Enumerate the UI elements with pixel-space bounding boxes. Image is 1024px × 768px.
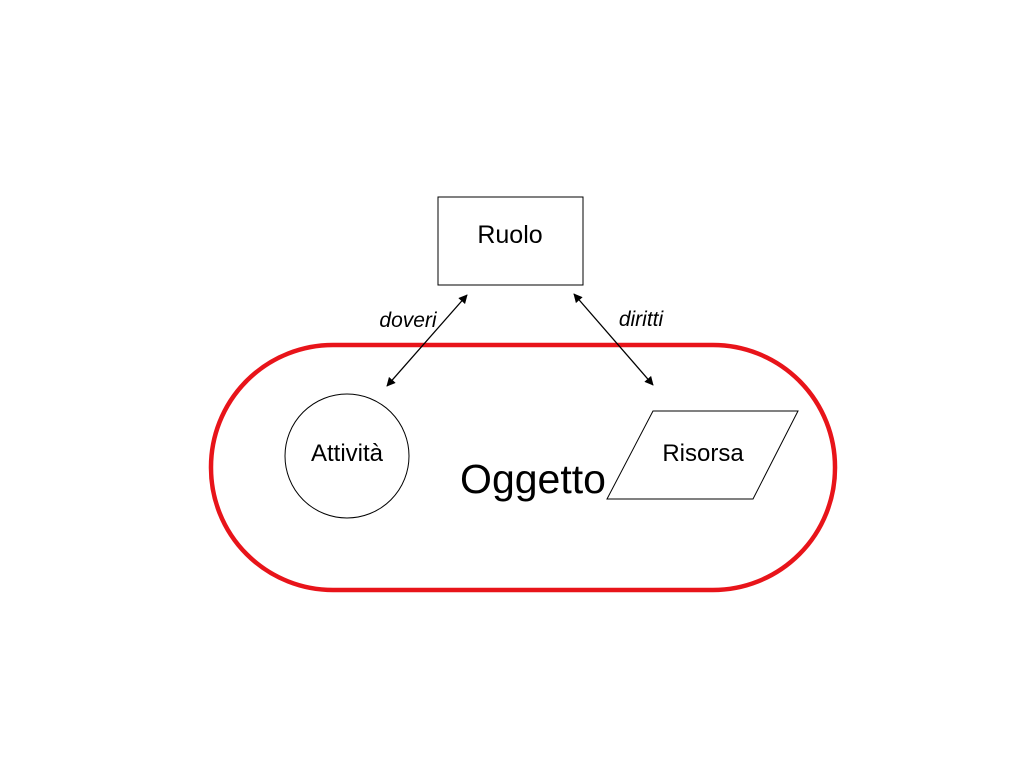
oggetto-container: [208, 342, 838, 593]
ruolo-label: Ruolo: [477, 221, 542, 249]
oggetto-label: Oggetto: [460, 456, 606, 502]
doveri-label: doveri: [379, 309, 438, 332]
diritti-arrow: [573, 293, 654, 386]
doveri-arrow: [386, 294, 468, 387]
attivita-circle: [284, 393, 410, 519]
risorsa-parallelogram: [606, 410, 799, 500]
diritti-label: diritti: [619, 308, 665, 331]
attivita-label: Attività: [311, 440, 384, 467]
risorsa-label: Risorsa: [662, 440, 744, 467]
ruolo-box: [437, 196, 584, 286]
